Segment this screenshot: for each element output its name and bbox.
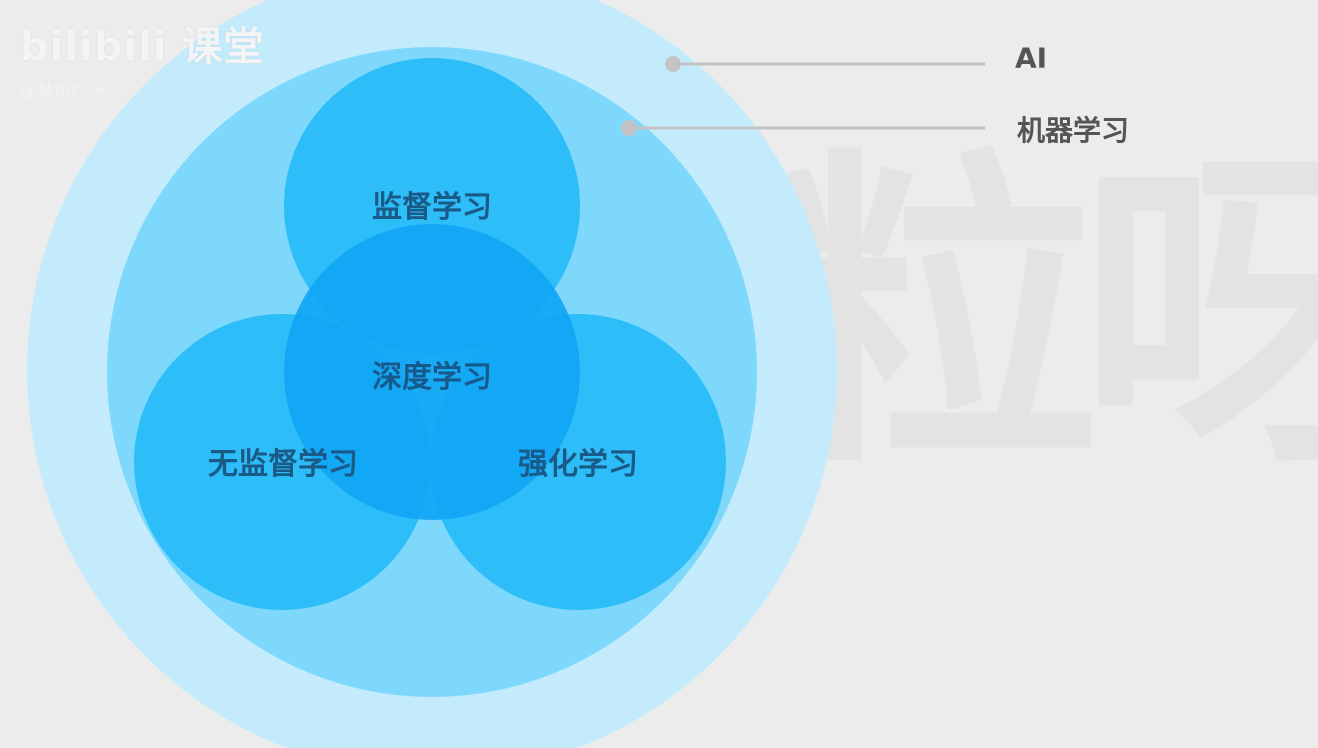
deep-learning-circle [284,224,580,520]
ai-leader-dot [665,56,681,72]
ai-legend-label: AI [1015,41,1048,75]
uploader-handle: @林粒粒呀 [20,81,105,101]
machine-learning-leader-dot [621,120,637,136]
supervised-learning-label: 监督学习 [372,190,492,225]
reinforcement-learning-label: 强化学习 [518,447,638,482]
unsupervised-learning-label: 无监督学习 [208,447,358,482]
bilibili-logo: bilibili 课堂 [20,24,265,70]
machine-learning-legend-label: 机器学习 [1017,114,1130,147]
background-watermark: 粒呀 [770,123,1318,507]
deep-learning-label: 深度学习 [372,360,492,395]
